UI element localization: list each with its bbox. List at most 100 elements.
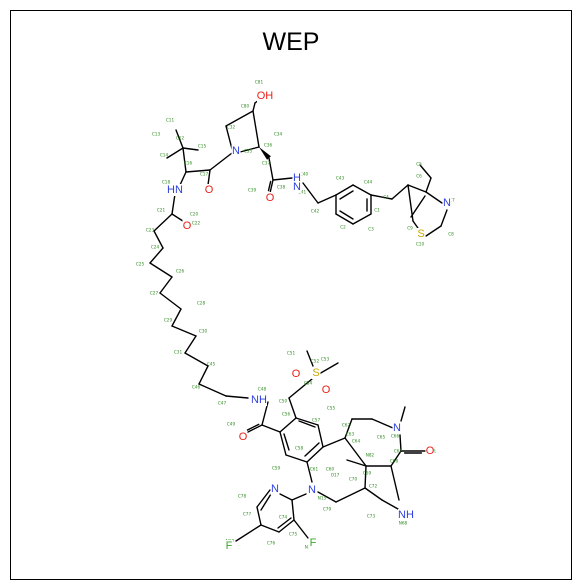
chain-bond [184, 352, 209, 367]
atom-index-label: C35 [244, 149, 253, 154]
bond [317, 194, 337, 204]
atom-index-label: C21 [157, 208, 166, 213]
atom-index-label: C47 [218, 401, 227, 406]
chain-bond [225, 395, 249, 399]
chain-bond [171, 308, 182, 327]
bond [272, 177, 293, 181]
chain-bond [153, 230, 164, 249]
atom-label-background [416, 228, 426, 240]
atom-label-nh_r: H [293, 172, 301, 184]
chain-bond [159, 292, 182, 310]
bond [291, 493, 307, 501]
atom-index-label: C57 [312, 418, 321, 423]
atom-label-o_s2: O [322, 384, 331, 396]
bond [260, 524, 280, 533]
bond [440, 209, 448, 227]
atom-label-background [270, 483, 280, 495]
chain-bond [171, 325, 197, 337]
atom-index-label: C14 [160, 153, 169, 158]
bond [339, 190, 354, 200]
atom-label-s_so2: S [312, 367, 319, 379]
atom-index-label: N15 [318, 496, 327, 501]
bond [352, 213, 372, 225]
bond [364, 465, 367, 489]
atom-index-label: C37 [262, 161, 271, 166]
atom-index-label: C22 [192, 221, 201, 226]
bond [306, 446, 324, 463]
atom-index-label: C20 [190, 212, 199, 217]
bond [390, 465, 400, 501]
atom-index-label: C74 [279, 515, 288, 520]
atom-label-background [311, 367, 321, 379]
atom-index-label: C2 [340, 225, 346, 230]
bond [225, 125, 233, 150]
bond [371, 418, 394, 429]
atom-index-label: C46 [192, 385, 201, 390]
atom-label-background [265, 192, 275, 204]
atom-label-background [167, 184, 183, 196]
bond [346, 459, 367, 467]
atom-label-background [231, 145, 241, 157]
atom-index-label: C52 [311, 359, 320, 364]
diagram-frame: WEP [10, 10, 572, 580]
atom-index-label: C15 [198, 144, 207, 149]
bond [335, 184, 354, 196]
bond [175, 129, 184, 149]
bond [306, 461, 313, 483]
atom-index-label: C43 [336, 176, 345, 181]
atom-index-label: C77 [243, 512, 252, 517]
atom-index-label: C30 [199, 329, 208, 334]
bond [293, 519, 309, 539]
atom-index-label: C69 [363, 471, 372, 476]
atom-label-n_thz: N [443, 197, 451, 209]
atom-label-background [238, 431, 248, 443]
carbonyl-bond [245, 424, 263, 434]
bond [279, 431, 287, 456]
chain-bond [153, 213, 173, 232]
atom-index-label: C12 [176, 136, 185, 141]
bond [261, 424, 281, 433]
atom-index-label: C53 [321, 357, 330, 362]
atom-index-label: C56 [282, 412, 291, 417]
atom-index-label: C72 [369, 484, 378, 489]
bond [400, 406, 406, 422]
atom-index-label: C16 [184, 161, 193, 166]
bond [285, 454, 308, 463]
atom-index-label: C81 [255, 80, 264, 85]
atom-label-background [321, 384, 331, 396]
atom-index-label: C45 [207, 362, 216, 367]
atom-index-label: C13 [152, 132, 161, 137]
atom-label-o_pyd: O [426, 445, 435, 457]
atom-index-label: C62 [342, 423, 351, 428]
atom-index-label: N82 [366, 453, 375, 458]
bond [207, 169, 211, 186]
atom-index-label: C5 [416, 162, 422, 167]
atom-index-label: C9 [407, 226, 413, 231]
bond [185, 169, 211, 173]
bond-layer [149, 95, 448, 542]
atom-label-background [291, 368, 301, 380]
bond [260, 493, 272, 511]
bond [410, 195, 426, 218]
atom-index-label: C10 [416, 242, 425, 247]
atom-label-nh_r: N [293, 181, 301, 193]
bond [322, 437, 346, 448]
bond [304, 442, 320, 457]
atom-label-f2: F [310, 537, 317, 549]
atom-index-label: C50 [279, 399, 288, 404]
atom-index-label: C27 [150, 291, 159, 296]
carbonyl-bond [269, 179, 274, 194]
bond [209, 152, 233, 171]
atom-label-background [292, 172, 302, 184]
atom-index-label: C58 [295, 446, 304, 451]
chain-bond [184, 335, 197, 354]
atom-label-background [292, 181, 302, 193]
atom-label-background [251, 394, 267, 406]
bond [335, 213, 354, 225]
bond [288, 397, 297, 419]
atom-index-label: N68 [399, 521, 408, 526]
bond [298, 420, 316, 428]
atom-label-background [398, 509, 414, 521]
atom-index-label: C48 [258, 387, 267, 392]
atom-label-background [392, 422, 402, 434]
